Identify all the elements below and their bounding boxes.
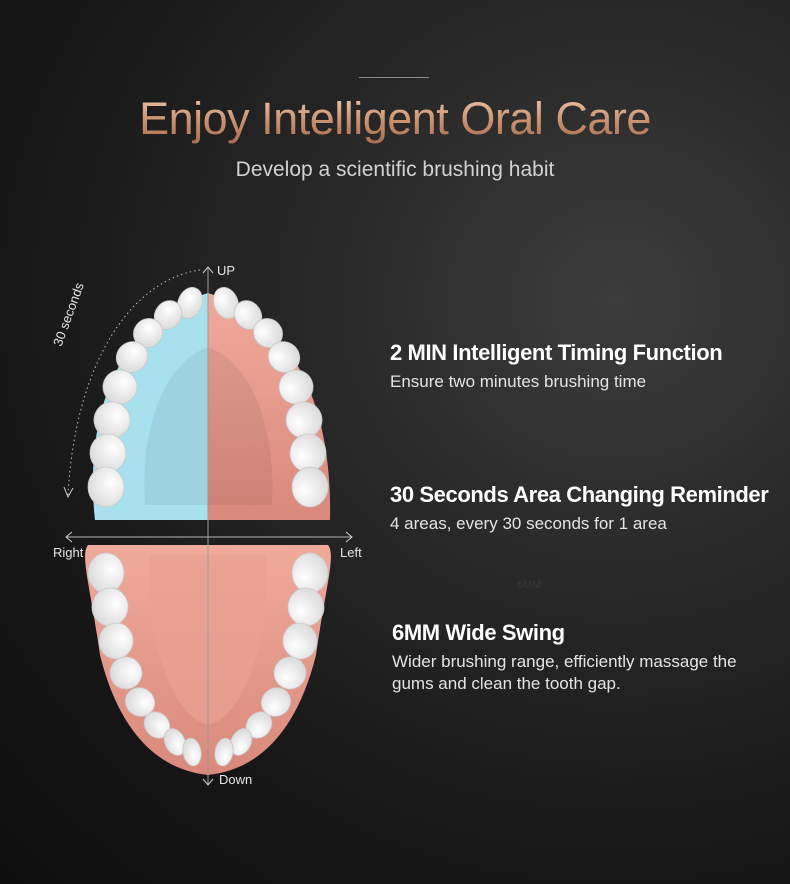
dental-arch-illustration (63, 266, 353, 786)
upper-teeth (87, 287, 329, 508)
tooth (124, 687, 156, 717)
feature-title: 6MM Wide Swing (392, 620, 565, 645)
page-subtitle: Develop a scientific brushing habit (235, 158, 555, 181)
tooth (260, 687, 292, 717)
feature-description: Ensure two minutes brushing time (390, 372, 647, 391)
tooth (102, 369, 138, 405)
tooth (291, 466, 329, 508)
tooth (229, 728, 253, 756)
direction-label-right: Right (53, 545, 84, 560)
direction-label-up: UP (217, 263, 236, 278)
tooth (115, 341, 149, 373)
tooth (109, 656, 143, 690)
tooth (213, 287, 239, 319)
feature-area-reminder: 30 Seconds Area Changing Reminder 4 area… (390, 482, 780, 535)
tooth (273, 656, 307, 690)
title-divider (359, 77, 429, 78)
tooth (267, 341, 301, 373)
feature-timing: 2 MIN Intelligent Timing Function Ensure… (390, 340, 780, 393)
feature-description: Wider brushing range, efficiently massag… (392, 652, 737, 693)
teeth-diagram: UP Down Right Left 30 seconds (40, 255, 380, 795)
feature-title: 30 Seconds Area Changing Reminder (390, 482, 769, 507)
tooth (98, 622, 134, 660)
ghost-label: 6MM (517, 579, 542, 591)
timer-arc (67, 269, 201, 496)
tooth (87, 466, 125, 508)
tooth (214, 737, 234, 767)
direction-label-left: Left (340, 545, 362, 560)
tooth (182, 737, 202, 767)
feature-description: 4 areas, every 30 seconds for 1 area (390, 514, 667, 533)
page-title: Enjoy Intelligent Oral Care (0, 93, 790, 145)
feature-wide-swing: 6MM Wide Swing Wider brushing range, eff… (392, 620, 782, 695)
direction-label-down: Down (219, 772, 253, 787)
feature-title: 2 MIN Intelligent Timing Function (390, 340, 723, 365)
tooth (163, 728, 187, 756)
tooth (282, 622, 318, 660)
lower-teeth (87, 552, 329, 767)
tooth (177, 287, 203, 319)
tooth (278, 369, 314, 405)
